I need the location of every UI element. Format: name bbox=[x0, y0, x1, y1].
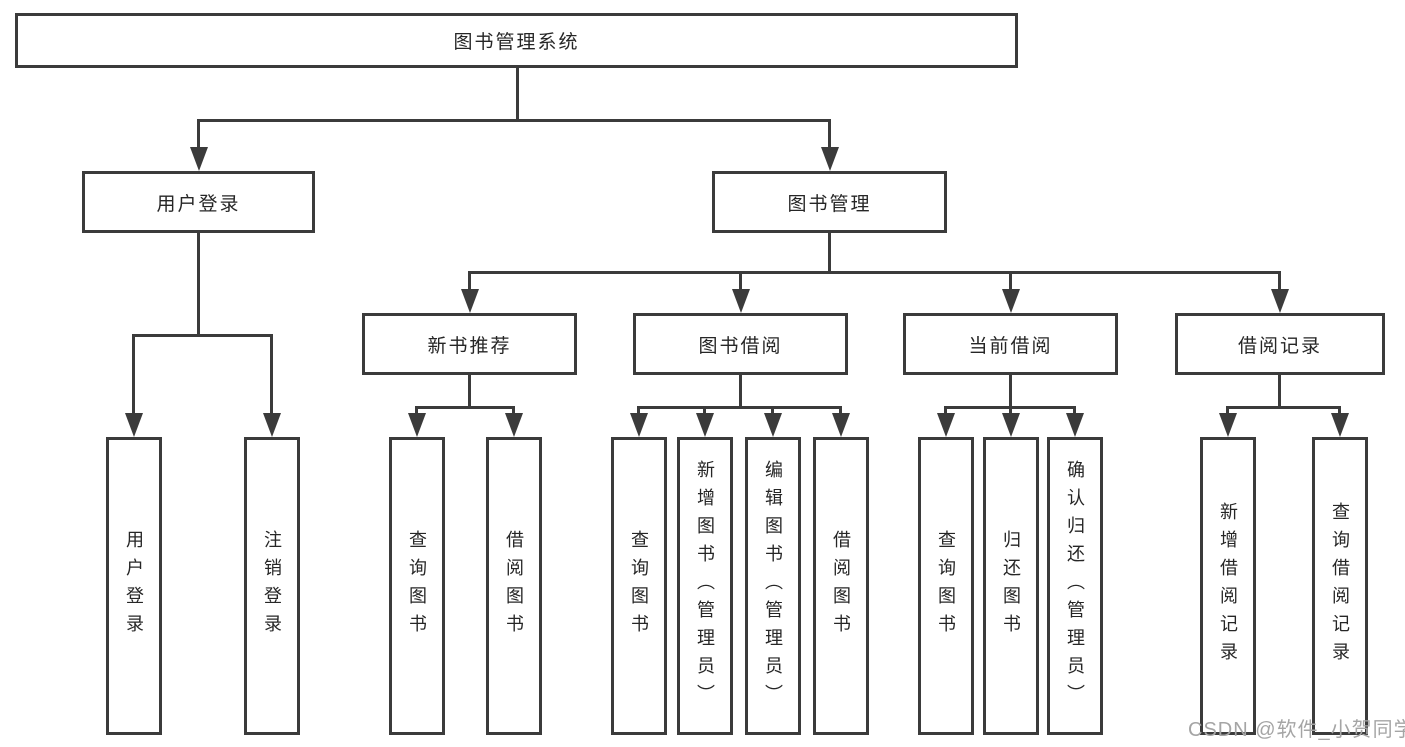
connector-user-login-stem bbox=[197, 233, 200, 335]
connector-arrow-leaf-user-login bbox=[132, 334, 135, 413]
leaf-logout: 注销登录 bbox=[244, 437, 300, 735]
leaf-borrow-book-borrow-label: 借阅图书 bbox=[831, 530, 851, 642]
watermark: CSDN @软件_小贺同学 bbox=[1188, 719, 1405, 741]
leaf-query-book-current-label: 查询图书 bbox=[936, 530, 956, 642]
node-book-management: 图书管理 bbox=[712, 171, 947, 233]
node-current-borrow-label: 当前借阅 bbox=[968, 335, 1053, 357]
leaf-return-book-label: 归还图书 bbox=[1001, 530, 1021, 642]
node-book-borrow-label: 图书借阅 bbox=[698, 335, 783, 357]
node-borrow-records: 借阅记录 bbox=[1175, 313, 1385, 375]
node-new-book-recommend: 新书推荐 bbox=[362, 313, 577, 375]
node-root-system-label: 图书管理系统 bbox=[453, 32, 580, 53]
leaf-query-book-borrow-label: 查询图书 bbox=[629, 530, 649, 642]
connector-arrow-confirm-return bbox=[1073, 406, 1076, 413]
connector-book-management-hline bbox=[468, 271, 1281, 274]
connector-new-book-stem bbox=[468, 375, 471, 407]
leaf-query-book-newbook: 查询图书 bbox=[389, 437, 445, 735]
connector-current-borrow-stem bbox=[1009, 375, 1012, 407]
leaf-add-book-admin-label: 新增图书（管理员） bbox=[695, 460, 715, 712]
node-book-borrow: 图书借阅 bbox=[633, 313, 848, 375]
leaf-query-borrow-record-label: 查询借阅记录 bbox=[1330, 502, 1350, 670]
leaf-edit-book-admin-label: 编辑图书（管理员） bbox=[763, 460, 783, 712]
connector-arrow-borrow-record bbox=[1278, 271, 1281, 289]
connector-arrow-add-record bbox=[1226, 406, 1229, 413]
node-book-management-label: 图书管理 bbox=[787, 193, 872, 215]
connector-arrow-query-book-2 bbox=[637, 406, 640, 413]
connector-new-book-hline bbox=[415, 406, 515, 409]
connector-root-stem bbox=[516, 68, 519, 120]
leaf-query-borrow-record: 查询借阅记录 bbox=[1312, 437, 1368, 735]
leaf-borrow-book-newbook-label: 借阅图书 bbox=[504, 530, 524, 642]
connector-arrow-borrow-book-1 bbox=[512, 406, 515, 413]
leaf-query-book-borrow: 查询图书 bbox=[611, 437, 667, 735]
node-new-book-recommend-label: 新书推荐 bbox=[427, 335, 512, 357]
node-user-login-label: 用户登录 bbox=[156, 193, 241, 215]
connector-borrow-record-stem bbox=[1278, 375, 1281, 407]
connector-arrow-book-borrow bbox=[739, 271, 742, 289]
connector-arrow-return-book bbox=[1009, 406, 1012, 413]
connector-arrow-user-login bbox=[197, 119, 200, 147]
connector-book-management-stem bbox=[828, 233, 831, 272]
node-borrow-records-label: 借阅记录 bbox=[1237, 335, 1322, 357]
leaf-confirm-return-admin-label: 确认归还（管理员） bbox=[1065, 460, 1085, 712]
connector-arrow-edit-book bbox=[771, 406, 774, 413]
leaf-borrow-book-newbook: 借阅图书 bbox=[486, 437, 542, 735]
connector-user-login-hline bbox=[132, 334, 273, 337]
connector-root-hline bbox=[197, 119, 831, 122]
connector-arrow-new-book bbox=[468, 271, 471, 289]
leaf-user-login: 用户登录 bbox=[106, 437, 162, 735]
connector-book-borrow-hline bbox=[637, 406, 842, 409]
leaf-query-book-newbook-label: 查询图书 bbox=[407, 530, 427, 642]
leaf-add-borrow-record-label: 新增借阅记录 bbox=[1218, 502, 1238, 670]
node-user-login: 用户登录 bbox=[82, 171, 315, 233]
leaf-add-borrow-record: 新增借阅记录 bbox=[1200, 437, 1256, 735]
connector-borrow-record-hline bbox=[1226, 406, 1341, 409]
node-root-system: 图书管理系统 bbox=[15, 13, 1018, 68]
connector-arrow-query-book-3 bbox=[944, 406, 947, 413]
connector-arrow-book-management bbox=[828, 119, 831, 147]
leaf-query-book-current: 查询图书 bbox=[918, 437, 974, 735]
connector-arrow-current-borrow bbox=[1009, 271, 1012, 289]
leaf-return-book: 归还图书 bbox=[983, 437, 1039, 735]
leaf-user-login-label: 用户登录 bbox=[124, 530, 144, 642]
connector-arrow-query-book-1 bbox=[415, 406, 418, 413]
connector-arrow-leaf-logout bbox=[270, 334, 273, 413]
connector-book-borrow-stem bbox=[739, 375, 742, 407]
leaf-edit-book-admin: 编辑图书（管理员） bbox=[745, 437, 801, 735]
leaf-confirm-return-admin: 确认归还（管理员） bbox=[1047, 437, 1103, 735]
connector-arrow-borrow-book-2 bbox=[839, 406, 842, 413]
leaf-add-book-admin: 新增图书（管理员） bbox=[677, 437, 733, 735]
connector-arrow-query-record bbox=[1338, 406, 1341, 413]
leaf-borrow-book-borrow: 借阅图书 bbox=[813, 437, 869, 735]
connector-arrow-add-book bbox=[703, 406, 706, 413]
leaf-logout-label: 注销登录 bbox=[262, 530, 282, 642]
node-current-borrow: 当前借阅 bbox=[903, 313, 1118, 375]
